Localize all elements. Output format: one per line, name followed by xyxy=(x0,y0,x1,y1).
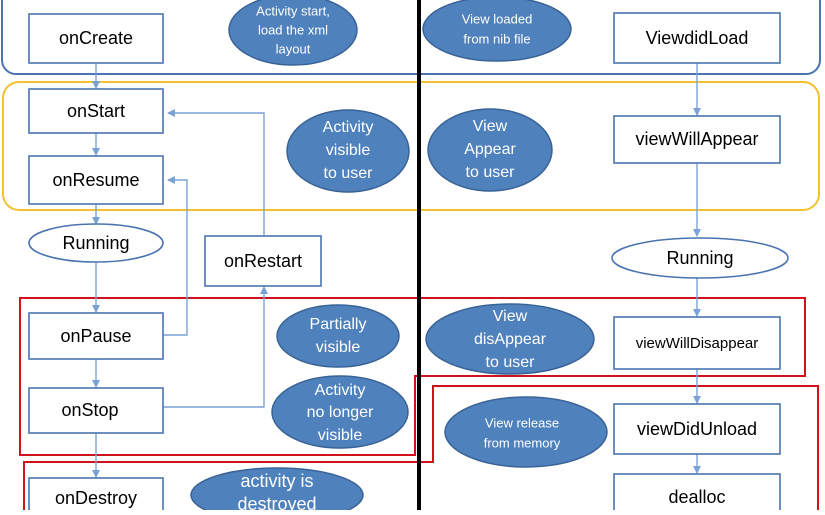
unload-group-outline xyxy=(23,385,819,510)
note-not-visible: Activity no longer visible xyxy=(271,375,409,449)
create-group-outline xyxy=(1,0,821,75)
note-partially-visible-line1: Partially xyxy=(310,316,367,333)
arrow-stop-restart xyxy=(163,286,268,408)
viewwillappear-label: viewWillAppear xyxy=(635,129,758,149)
note-view-appear: View Appear to user xyxy=(427,108,553,192)
running-label-ios: Running xyxy=(666,248,733,268)
arrow-restart-start xyxy=(167,109,265,235)
onstart-box: onStart xyxy=(28,88,164,134)
running-oval-android: Running xyxy=(28,223,164,263)
note-destroyed: activity is destroyed xyxy=(190,467,364,515)
note-view-appear-line1: View xyxy=(473,118,508,135)
note-partially-visible-line2: visible xyxy=(316,339,361,356)
onpause-label: onPause xyxy=(60,326,131,346)
note-activity-start: Activity start, load the xml layout xyxy=(228,0,358,66)
viewwilldisappear-label: viewWillDisappear xyxy=(636,335,759,352)
note-view-loaded-line2: from nib file xyxy=(463,31,530,46)
dealloc-box: dealloc xyxy=(613,473,781,515)
note-view-appear-line3: to user xyxy=(466,164,516,181)
viewdidunload-label: viewDidUnload xyxy=(637,419,757,439)
note-activity-visible: Activity visible to user xyxy=(286,109,410,193)
onrestart-box: onRestart xyxy=(204,235,322,287)
arrow-pause-resume xyxy=(163,176,188,336)
note-partially-visible: Partially visible xyxy=(276,304,400,368)
running-oval-ios: Running xyxy=(611,237,789,279)
onstop-box: onStop xyxy=(28,387,164,434)
note-view-appear-line2: Appear xyxy=(464,141,516,158)
onpause-box: onPause xyxy=(28,312,164,360)
note-not-visible-line3: visible xyxy=(318,427,363,444)
visible-group-outline xyxy=(2,81,820,211)
note-view-disappear-line3: to user xyxy=(486,354,536,371)
viewwillappear-box: viewWillAppear xyxy=(613,115,781,164)
note-activity-visible-line1: Activity xyxy=(323,119,374,136)
onresume-label: onResume xyxy=(52,170,139,190)
note-activity-visible-line3: to user xyxy=(324,165,374,182)
note-activity-start-line1: Activity start, xyxy=(256,3,330,18)
onrestart-label: onRestart xyxy=(224,251,302,271)
note-not-visible-line1: Activity xyxy=(315,382,366,399)
dealloc-label: dealloc xyxy=(668,487,725,507)
viewdidload-label: ViewdidLoad xyxy=(646,28,749,48)
viewdidunload-box: viewDidUnload xyxy=(613,403,781,455)
note-destroyed-line1: activity is xyxy=(240,471,313,491)
note-not-visible-line2: no longer xyxy=(307,404,374,421)
onresume-box: onResume xyxy=(28,155,164,205)
oncreate-label: onCreate xyxy=(59,28,133,48)
note-view-disappear-line2: disAppear xyxy=(474,331,547,348)
pause-group-outline xyxy=(19,297,806,456)
note-activity-visible-line2: visible xyxy=(326,142,371,159)
oncreate-box: onCreate xyxy=(28,13,164,64)
note-view-disappear-line1: View xyxy=(493,308,528,325)
note-destroyed-line2: destroyed xyxy=(237,494,316,510)
note-activity-start-line3: layout xyxy=(276,41,311,56)
note-view-release-line1: View release xyxy=(485,415,559,430)
onstop-label: onStop xyxy=(61,400,118,420)
note-activity-start-line2: load the xml xyxy=(258,22,328,37)
note-view-disappear: View disAppear to user xyxy=(425,303,595,375)
onstart-label: onStart xyxy=(67,101,125,121)
ondestroy-box: onDestroy xyxy=(28,477,164,515)
note-view-release: View release from memory xyxy=(444,396,608,468)
note-view-loaded: View loaded from nib file xyxy=(422,0,572,62)
viewdidload-box: ViewdidLoad xyxy=(613,12,781,64)
note-view-release-line2: from memory xyxy=(484,435,561,450)
running-label-android: Running xyxy=(62,233,129,253)
note-view-loaded-line1: View loaded xyxy=(462,11,533,26)
viewwilldisappear-box: viewWillDisappear xyxy=(613,316,781,370)
ondestroy-label: onDestroy xyxy=(55,488,137,508)
